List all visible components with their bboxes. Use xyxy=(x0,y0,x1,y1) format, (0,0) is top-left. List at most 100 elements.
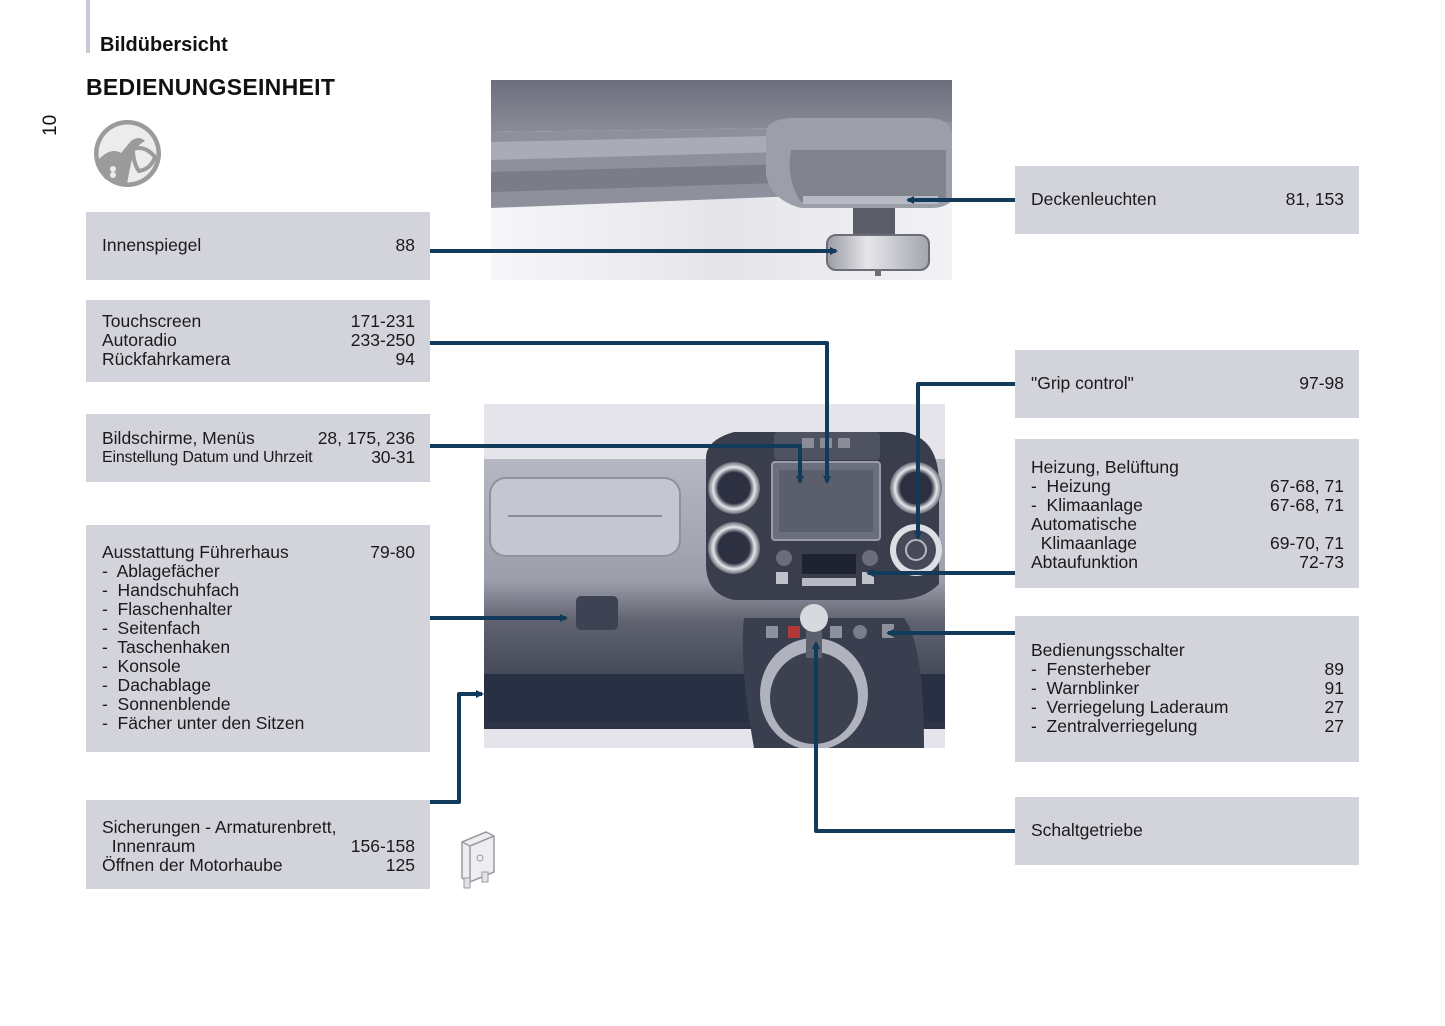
info-box-grip-control: "Grip control" 97-98 xyxy=(1015,350,1359,418)
info-box-sicherungen: Sicherungen - Armaturenbrett, Innenraum … xyxy=(86,800,430,889)
page-reference[interactable]: 89 xyxy=(1324,659,1344,679)
page-reference[interactable]: 27 xyxy=(1324,697,1344,717)
page-reference[interactable]: 30-31 xyxy=(371,447,415,467)
side-rule xyxy=(86,0,90,53)
info-row: Bildschirme, Menüs 28, 175, 236 xyxy=(102,429,415,448)
info-row: Heizung, Belüftung xyxy=(1031,458,1344,477)
info-row: Abtaufunktion 72-73 xyxy=(1031,553,1344,572)
info-row: Öffnen der Motorhaube 125 xyxy=(102,856,415,875)
row-label: Heizung, Belüftung xyxy=(1031,457,1179,477)
row-label: Öffnen der Motorhaube xyxy=(102,855,283,875)
info-box-bedienungsschalter: Bedienungsschalter - Fensterheber 89 - W… xyxy=(1015,616,1359,762)
info-row: - Konsole xyxy=(102,657,415,676)
info-row: - Dachablage xyxy=(102,676,415,695)
info-row: Autoradio 233-250 xyxy=(102,331,415,350)
info-box-ausstattung: Ausstattung Führerhaus 79-80 - Ablagefäc… xyxy=(86,525,430,752)
info-row: Innenraum 156-158 xyxy=(102,837,415,856)
info-box-innenspiegel: Innenspiegel 88 xyxy=(86,212,430,280)
row-label: Abtaufunktion xyxy=(1031,552,1139,572)
row-label: - Verriegelung Laderaum xyxy=(1031,697,1229,717)
page-reference[interactable]: 72-73 xyxy=(1299,552,1344,572)
section-label: Bildübersicht xyxy=(100,34,228,56)
page-reference[interactable]: 233-250 xyxy=(350,330,415,350)
info-row: - Klimaanlage 67-68, 71 xyxy=(1031,496,1344,515)
page-title: BEDIENUNGSEINHEIT xyxy=(86,74,336,100)
row-label: - Konsole xyxy=(102,656,181,676)
row-label: - Handschuhfach xyxy=(102,580,240,600)
page-reference[interactable]: 67-68, 71 xyxy=(1270,495,1344,515)
row-label: - Zentralverriegelung xyxy=(1031,716,1198,736)
row-label: Klimaanlage xyxy=(1031,533,1138,553)
info-row: Innenspiegel 88 xyxy=(102,236,415,255)
info-row: - Seitenfach xyxy=(102,619,415,638)
page-number: 10 xyxy=(40,114,61,136)
info-box-deckenleuchten: Deckenleuchten 81, 153 xyxy=(1015,166,1359,234)
info-row: - Warnblinker 91 xyxy=(1031,679,1344,698)
row-label: Automatische xyxy=(1031,514,1138,534)
row-label: - Taschenhaken xyxy=(102,637,231,657)
page-reference[interactable]: 97-98 xyxy=(1299,373,1344,393)
info-row: Sicherungen - Armaturenbrett, xyxy=(102,818,415,837)
row-label: Bildschirme, Menüs xyxy=(102,428,255,448)
page-reference[interactable]: 81, 153 xyxy=(1285,189,1344,209)
info-row: Ausstattung Führerhaus 79-80 xyxy=(102,543,415,562)
info-row: - Taschenhaken xyxy=(102,638,415,657)
page-reference[interactable]: 156-158 xyxy=(350,836,415,856)
row-label: Sicherungen - Armaturenbrett, xyxy=(102,817,337,837)
info-row: Schaltgetriebe xyxy=(1031,821,1344,840)
info-box-heizung: Heizung, Belüftung - Heizung 67-68, 71 -… xyxy=(1015,439,1359,588)
info-row: - Handschuhfach xyxy=(102,581,415,600)
page-reference[interactable]: 125 xyxy=(385,855,415,875)
page-reference[interactable]: 79-80 xyxy=(370,542,415,562)
page-reference[interactable]: 94 xyxy=(395,349,415,369)
info-row: - Verriegelung Laderaum 27 xyxy=(1031,698,1344,717)
info-row: - Sonnenblende xyxy=(102,695,415,714)
row-label: Autoradio xyxy=(102,330,177,350)
info-row: - Flaschenhalter xyxy=(102,600,415,619)
row-label: Bedienungsschalter xyxy=(1031,640,1185,660)
info-row: Einstellung Datum und Uhrzeit 30-31 xyxy=(102,448,415,467)
row-label: Deckenleuchten xyxy=(1031,189,1157,209)
info-row: Touchscreen 171-231 xyxy=(102,312,415,331)
page-reference[interactable]: 88 xyxy=(395,235,415,255)
page-reference[interactable]: 171-231 xyxy=(350,311,415,331)
row-label: - Seitenfach xyxy=(102,618,201,638)
info-row: Automatische xyxy=(1031,515,1344,534)
ceiling-lights-and-rear-mirror-illustration xyxy=(491,80,952,280)
row-label: Einstellung Datum und Uhrzeit xyxy=(102,449,313,466)
page-reference[interactable]: 91 xyxy=(1324,678,1344,698)
row-label: - Sonnenblende xyxy=(102,694,231,714)
row-label: Innenraum xyxy=(102,836,196,856)
info-row: Bedienungsschalter xyxy=(1031,641,1344,660)
row-label: - Fensterheber xyxy=(1031,659,1151,679)
row-label: Innenspiegel xyxy=(102,235,202,255)
info-box-bildschirme: Bildschirme, Menüs 28, 175, 236 Einstell… xyxy=(86,414,430,482)
info-row: - Ablagefächer xyxy=(102,562,415,581)
row-label: "Grip control" xyxy=(1031,373,1134,393)
info-row: - Zentralverriegelung 27 xyxy=(1031,717,1344,736)
steering-wheel-chapter-icon xyxy=(93,119,162,188)
info-row: - Fensterheber 89 xyxy=(1031,660,1344,679)
info-box-touchscreen: Touchscreen 171-231 Autoradio 233-250 Rü… xyxy=(86,300,430,382)
row-label: - Fächer unter den Sitzen xyxy=(102,713,305,733)
page-reference[interactable]: 69-70, 71 xyxy=(1270,533,1344,553)
row-label: Schaltgetriebe xyxy=(1031,820,1143,840)
info-row: Klimaanlage 69-70, 71 xyxy=(1031,534,1344,553)
row-label: - Warnblinker xyxy=(1031,678,1140,698)
row-label: - Heizung xyxy=(1031,476,1111,496)
page-reference[interactable]: 28, 175, 236 xyxy=(317,428,415,448)
row-label: - Flaschenhalter xyxy=(102,599,233,619)
row-label: - Ablagefächer xyxy=(102,561,220,581)
connector-sicherungen xyxy=(430,690,484,804)
info-row: - Heizung 67-68, 71 xyxy=(1031,477,1344,496)
info-row: Rückfahrkamera 94 xyxy=(102,350,415,369)
page-reference[interactable]: 67-68, 71 xyxy=(1270,476,1344,496)
page-reference[interactable]: 27 xyxy=(1324,716,1344,736)
info-row: Deckenleuchten 81, 153 xyxy=(1031,190,1344,209)
info-box-schaltgetriebe: Schaltgetriebe xyxy=(1015,797,1359,865)
info-row: - Fächer unter den Sitzen xyxy=(102,714,415,733)
row-label: - Klimaanlage xyxy=(1031,495,1143,515)
row-label: Rückfahrkamera xyxy=(102,349,231,369)
row-label: - Dachablage xyxy=(102,675,211,695)
dashboard-center-console-illustration xyxy=(484,404,945,748)
